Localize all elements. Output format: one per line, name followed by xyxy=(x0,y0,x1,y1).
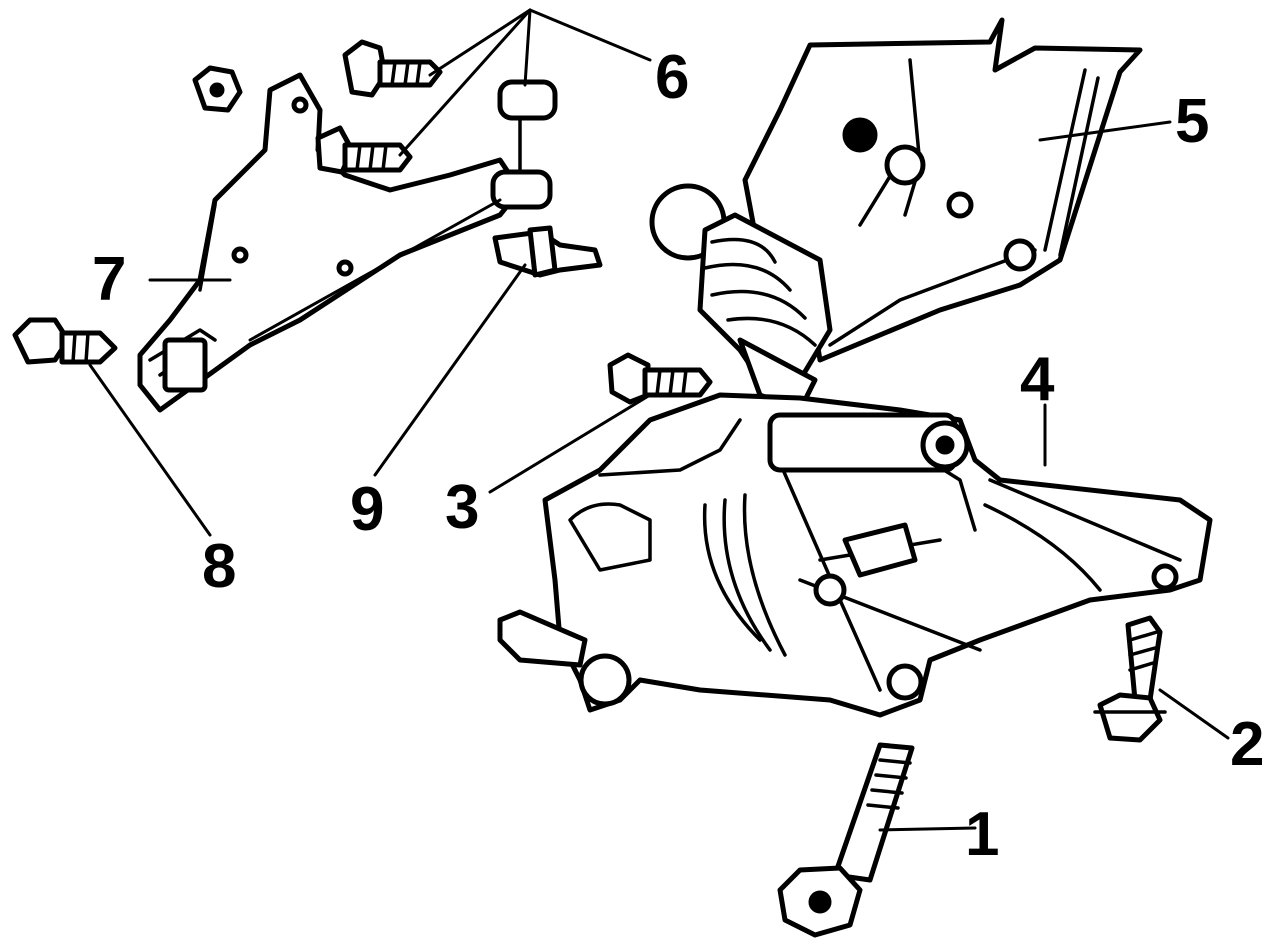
callout-8: 8 xyxy=(202,532,236,601)
callout-5: 5 xyxy=(1175,87,1209,156)
callout-4: 4 xyxy=(1020,345,1055,414)
callout-2: 2 xyxy=(1230,710,1264,779)
leader-9 xyxy=(373,263,527,477)
part-6-bolts-and-spacers xyxy=(315,39,558,210)
leader-6a xyxy=(528,8,652,62)
part-4-lower-control-arm xyxy=(497,392,1213,718)
part-1-long-bolt xyxy=(777,742,915,938)
part-9-stud xyxy=(492,225,603,278)
leader-6b xyxy=(428,8,532,77)
leader-6d xyxy=(523,8,532,87)
leader-2 xyxy=(1158,688,1230,740)
callout-1: 1 xyxy=(965,800,999,869)
leader-6c xyxy=(398,8,532,157)
part-2-bolt xyxy=(1093,615,1167,743)
callout-9: 9 xyxy=(350,475,384,544)
callout-3: 3 xyxy=(445,473,479,542)
part-5-frame-section xyxy=(742,17,1143,363)
leader-8 xyxy=(88,363,212,537)
leader-7b xyxy=(248,198,502,342)
nut-top-left xyxy=(192,65,243,113)
strut-spring-assembly xyxy=(649,183,833,413)
callout-labels: 1 2 3 4 5 6 7 8 9 xyxy=(92,43,1264,869)
callout-7: 7 xyxy=(92,245,126,314)
leader-1 xyxy=(878,826,977,832)
leader-5 xyxy=(1038,120,1172,142)
part-3-bolt xyxy=(607,352,713,405)
callout-6: 6 xyxy=(655,43,689,112)
part-8-screw xyxy=(12,317,118,365)
leader-lines xyxy=(88,8,1230,832)
part-7-bracket-plate xyxy=(137,72,523,413)
leader-3 xyxy=(488,393,652,494)
